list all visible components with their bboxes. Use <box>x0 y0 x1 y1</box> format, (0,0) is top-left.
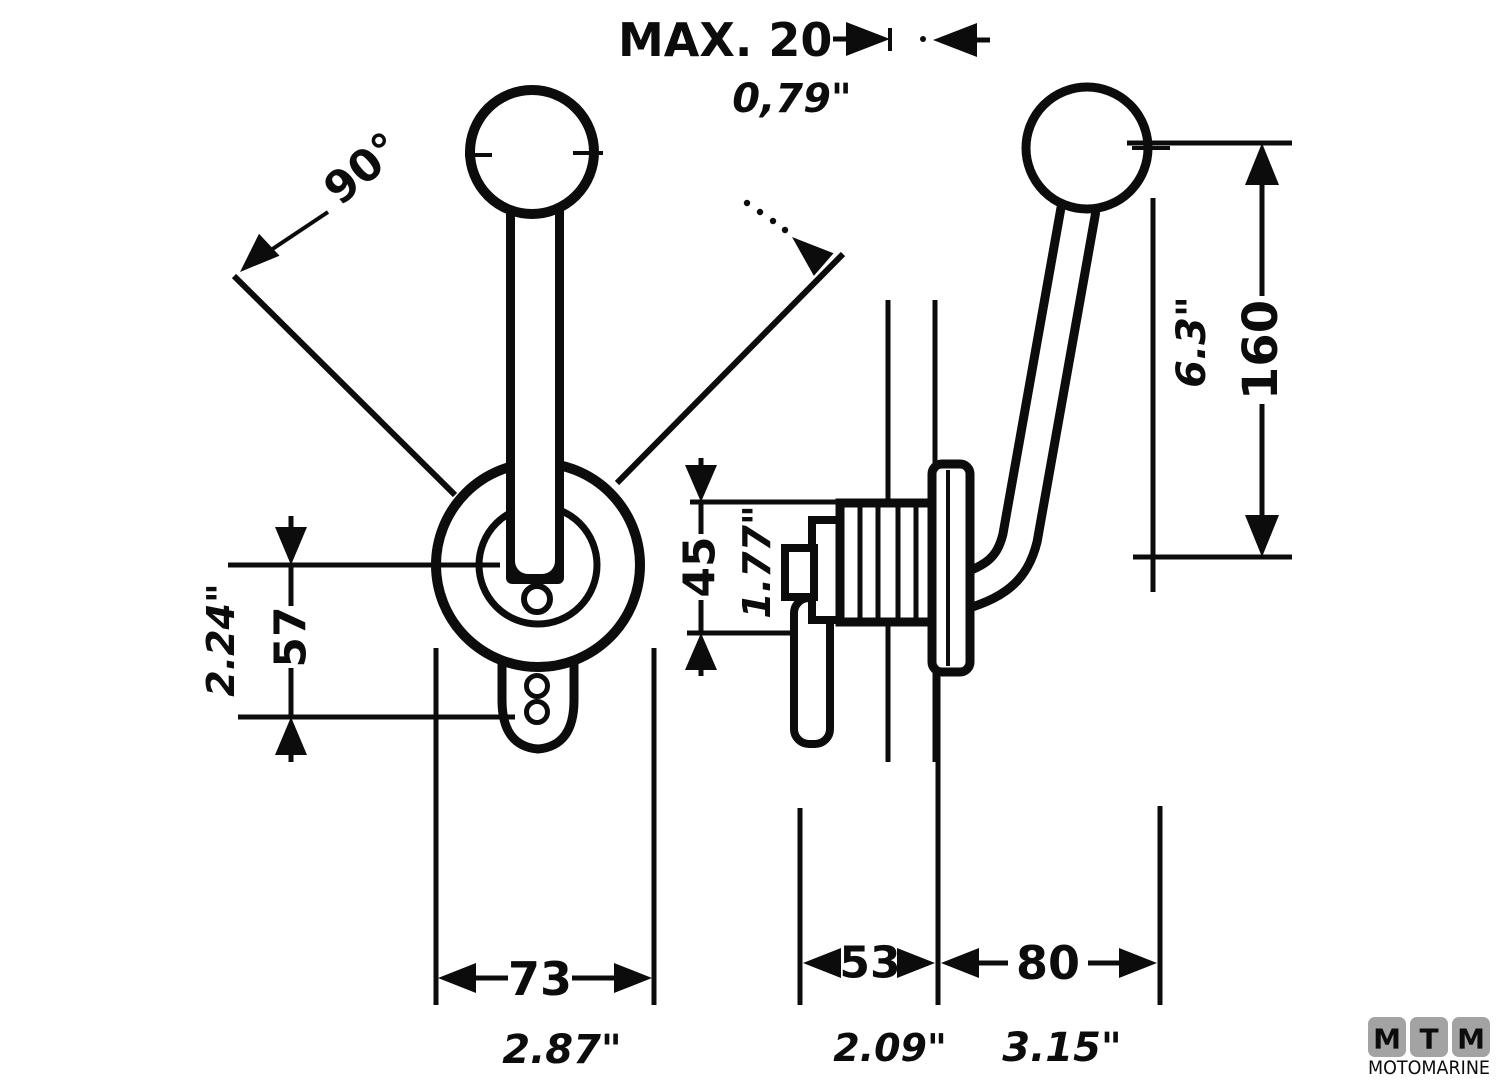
mounting-flange <box>927 459 975 677</box>
logo-letter-m1: M <box>1373 1023 1401 1056</box>
logo-tile-1 <box>1368 1017 1406 1057</box>
dim-max20-inch: 0,79" <box>732 76 852 122</box>
logo-letter-t: T <box>1419 1023 1438 1056</box>
dim-73-mm: 73 <box>508 952 572 1006</box>
dim-80-mm: 80 <box>1016 936 1080 990</box>
dim-center-to-mount-hole: 57 2.24" <box>199 516 515 762</box>
dim-160-mm: 160 <box>1233 300 1289 400</box>
dim-panel-thickness: MAX. 20 0,79" <box>618 13 990 122</box>
angle-value: 90° <box>314 123 411 216</box>
dim-max20-label: MAX. 20 <box>618 13 832 67</box>
dim-45-inch: 1.77" <box>735 505 779 619</box>
angle-leader-arrowhead <box>240 233 280 272</box>
housing-body <box>835 498 941 627</box>
swing-direction-arrowhead <box>792 237 834 276</box>
cable-nub <box>781 544 818 601</box>
dim-160-inch: 6.3" <box>1169 296 1215 388</box>
lever-knob-side <box>1021 82 1153 214</box>
front-view <box>431 85 645 754</box>
logo-tile-2 <box>1410 1017 1448 1057</box>
tab-hole-lower <box>524 699 550 725</box>
dim-53-inch: 2.09" <box>833 1026 947 1070</box>
dim-73-inch: 2.87" <box>502 1027 622 1073</box>
logo-tile-3 <box>1452 1017 1490 1057</box>
dim-45-mm: 45 <box>675 536 726 597</box>
dim-lever-height: 160 6.3" <box>1127 140 1292 560</box>
friction-screw-hole <box>521 583 553 615</box>
logo-letter-m2: M <box>1457 1023 1485 1056</box>
tab-hole-upper <box>524 673 550 699</box>
dim-bezel-width: 73 2.87" <box>433 648 657 1073</box>
brand-logo: M T M MOTOMARINE <box>1368 1017 1490 1079</box>
dim-57-inch: 2.24" <box>199 583 243 697</box>
lever-shaft-front <box>506 194 564 584</box>
logo-subtitle: MOTOMARINE <box>1368 1057 1490 1079</box>
dim-80-inch: 3.15" <box>1002 1025 1122 1071</box>
dim-57-mm: 57 <box>266 606 317 667</box>
dim-53-mm: 53 <box>839 938 900 989</box>
dim-depths: 53 80 2.09" 3.15" <box>797 675 1163 1071</box>
swing-arc-dots <box>743 199 789 234</box>
side-view <box>781 82 1170 762</box>
dim-housing-height: 45 1.77" <box>675 458 878 676</box>
